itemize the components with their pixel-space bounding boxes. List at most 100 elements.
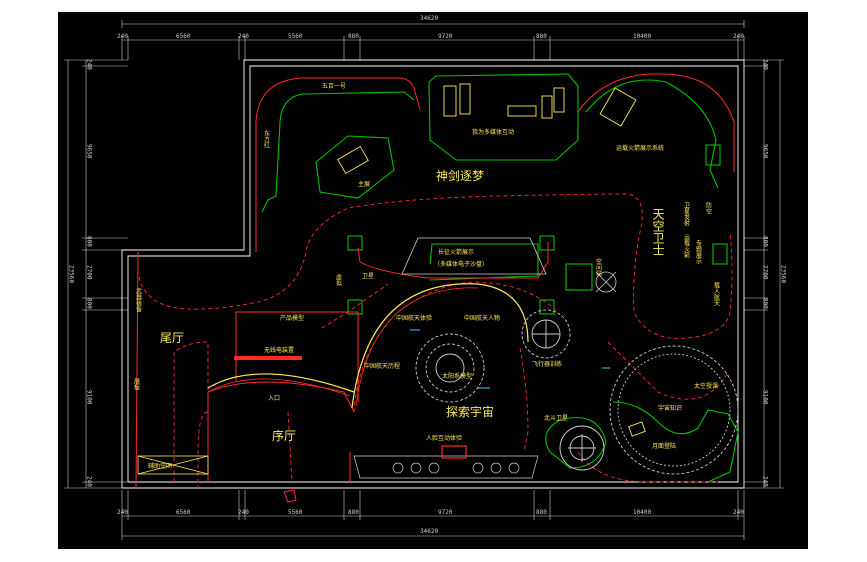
dim-top-seg: 6560 — [176, 33, 191, 40]
dim-top-seg: 880 — [536, 33, 547, 40]
dim-right-seg: 9100 — [762, 390, 769, 405]
dim-top-seg: 880 — [348, 33, 359, 40]
dim-left-seg: 800 — [86, 236, 93, 247]
floor-plan-drawing: 34620 240 6560 240 5560 880 9720 880 104… — [64, 15, 787, 540]
label-wuqi: 武器装备 — [135, 287, 142, 313]
dimension-right — [738, 59, 784, 489]
dimension-bottom — [121, 490, 745, 540]
dim-bottom-seg: 6560 — [176, 509, 191, 516]
dim-bottom-seg: 240 — [117, 509, 128, 516]
dim-left-total: 23560 — [68, 265, 75, 283]
interactive-screen — [441, 445, 467, 459]
cyan-accents — [410, 329, 610, 389]
hall-title-tiankong: 天空卫士 — [651, 208, 665, 256]
hall-title-weiting: 尾厅 — [160, 331, 184, 345]
label-zhiban: 展板 — [133, 378, 140, 391]
dim-left-seg: 240 — [86, 476, 93, 487]
route-dashed — [137, 193, 733, 488]
dim-top-seg: 240 — [117, 33, 128, 40]
dim-right-seg: 240 — [762, 476, 769, 487]
label-yuanzhan: 运载火箭 — [683, 233, 690, 259]
entrance-marker — [283, 489, 297, 503]
dim-top-seg: 10400 — [633, 33, 651, 40]
label-xiaohongshu2: （多媒体电子沙盘） — [434, 260, 488, 268]
label-yuyan: 月面登陆 — [652, 442, 676, 450]
label-fuzhu: 辅助空间 — [148, 462, 172, 470]
zone-walls — [261, 73, 739, 483]
label-wuxian: 无线电装置 — [264, 346, 294, 354]
cad-viewport[interactable]: 34620 240 6560 240 5560 880 9720 880 104… — [58, 12, 808, 549]
dim-right-segments: 240 9650 800 2700 800 9100 240 — [762, 59, 769, 487]
dim-bottom-seg: 880 — [536, 509, 547, 516]
dim-bottom-seg: 880 — [348, 509, 359, 516]
solar-system-model — [415, 333, 485, 403]
dim-top-seg: 9720 — [438, 33, 453, 40]
label-zhuanti: 专题展示 — [695, 239, 702, 264]
dim-top-seg: 240 — [238, 33, 249, 40]
label-lidong: 入口 — [268, 395, 280, 402]
dim-left-seg: 240 — [86, 59, 93, 70]
dim-bottom-seg: 10400 — [633, 509, 651, 516]
hall-title-tansuo: 探索宇宙 — [446, 404, 494, 419]
label-rukou: 人脸互动体验 — [426, 434, 462, 442]
dimension-top — [121, 20, 745, 60]
label-dongfanghong: 东方红 — [263, 129, 270, 148]
label-beidou: 北斗卫星 — [544, 414, 568, 422]
dim-bottom-seg: 9720 — [438, 509, 453, 516]
dim-top-seg: 5560 — [288, 33, 303, 40]
route-lines — [135, 73, 735, 489]
dimension-left — [64, 59, 128, 489]
red-wall-bar — [234, 356, 302, 360]
dim-left-seg: 9100 — [86, 390, 93, 405]
dim-right-seg: 800 — [762, 236, 769, 247]
beidou-satellite — [559, 425, 605, 471]
dim-left-seg: 2700 — [86, 265, 93, 280]
dim-right-seg: 800 — [762, 298, 769, 309]
china-space-arc — [351, 283, 529, 409]
label-zhuzhan: 主展 — [358, 180, 370, 188]
space-knowledge-dome — [609, 345, 739, 475]
label-yuzhou: 宇宙知识 — [658, 404, 682, 412]
label-zaiyun: 载人航天 — [713, 281, 720, 307]
spin-display — [595, 271, 617, 293]
label-duozhi: 我为多媒体互动 — [472, 128, 514, 136]
interactive-row — [353, 455, 539, 479]
label-xuni: 虚拟 — [335, 273, 342, 286]
dim-right-seg: 240 — [762, 59, 769, 70]
dim-right-total: 23560 — [780, 265, 787, 283]
dim-bottom-seg: 240 — [733, 509, 744, 516]
label-taiyang: 太阳系模型 — [442, 372, 472, 380]
label-weixing: 卫星 — [362, 273, 374, 280]
preface-arc — [207, 373, 355, 397]
label-fangshe: 防空 — [705, 201, 712, 214]
label-zuoce: 卫星发射 — [683, 202, 690, 227]
label-zhanlue: 运载火箭展示系统 — [616, 144, 664, 152]
label-chanpin: 产品模型 — [280, 314, 304, 322]
label-feixing: 飞行器训练 — [532, 360, 562, 368]
label-zhongguo2: 中国航天人物 — [464, 314, 500, 322]
label-xiaohongshu: 长征火箭展示 — [438, 248, 474, 256]
dim-bottom-segments: 240 6560 240 5560 880 9720 880 10400 240 — [117, 509, 744, 516]
label-zhongguo3: 中国航天历程 — [364, 362, 400, 370]
dim-right-seg: 9650 — [762, 144, 769, 159]
flight-simulator — [521, 309, 571, 359]
dim-left-seg: 9650 — [86, 144, 93, 159]
dim-bottom-seg: 5560 — [288, 509, 303, 516]
dim-top-segments: 240 6560 240 5560 880 9720 880 10400 240 — [117, 33, 744, 40]
building-boundary — [121, 59, 745, 489]
dim-left-seg: 800 — [86, 298, 93, 309]
sandtable — [401, 237, 547, 275]
hall-title-shenjian: 神剑逐梦 — [436, 168, 484, 183]
dim-top-total: 34620 — [420, 15, 438, 22]
auxiliary-room — [137, 455, 209, 475]
dim-top-seg: 240 — [733, 33, 744, 40]
hall-title-xuting: 序厅 — [272, 428, 296, 443]
dim-right-seg: 2700 — [762, 265, 769, 280]
label-kongjian: 空间站 — [595, 257, 602, 277]
label-wuyiyihao: 五百一号 — [322, 83, 346, 90]
dim-bottom-total: 34620 — [420, 528, 438, 535]
label-zhongguo1: 中国航天体验 — [396, 314, 432, 322]
label-taikong: 太空授课 — [694, 382, 718, 390]
dim-left-segments: 240 9650 800 2700 800 9100 240 — [86, 59, 93, 487]
dim-bottom-seg: 240 — [238, 509, 249, 516]
